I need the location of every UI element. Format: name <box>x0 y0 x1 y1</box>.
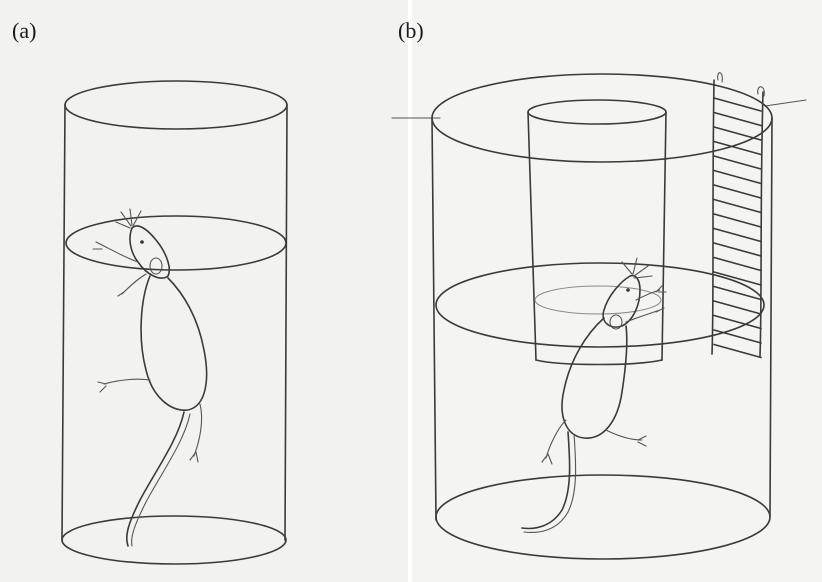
tank-b-top-rim <box>432 74 772 162</box>
ladder-rung <box>714 142 761 155</box>
ladder-rung <box>714 330 761 343</box>
ladder-left-rail <box>712 80 714 354</box>
ladder-rung <box>714 171 761 184</box>
water-surface-b <box>436 263 764 347</box>
cylinder-a-base <box>62 516 286 564</box>
rat-a <box>93 209 207 546</box>
ladder-left-hook <box>718 73 723 82</box>
ground-line-right <box>765 100 806 106</box>
inner-cylinder-bottom <box>536 360 662 365</box>
rat-b-left-forelimb <box>626 308 664 322</box>
rat-a-right-forelimb <box>118 274 146 296</box>
rat-b-tail-inner <box>524 434 576 532</box>
rat-a-left-hindlimb <box>98 379 150 392</box>
cylinder-a <box>62 81 287 564</box>
panel-b-label: (b) <box>398 18 424 44</box>
cylinder-a-left-wall <box>62 105 65 540</box>
ladder-rung <box>714 214 761 227</box>
rat-a-ear <box>150 258 162 274</box>
rat-a-right-hindlimb <box>190 404 202 462</box>
rat-b-whiskers <box>622 258 652 278</box>
rat-b-tail-outer <box>522 432 570 528</box>
rat-a-body <box>141 276 207 410</box>
ladder-rung <box>714 272 761 285</box>
ladder-rung <box>714 127 761 140</box>
rat-b <box>522 258 666 532</box>
ladder-rung <box>714 287 761 300</box>
rat-b-left-hindlimb <box>542 420 566 464</box>
tank-b <box>392 74 806 559</box>
rat-a-eye <box>140 240 144 244</box>
inner-cylinder-waterline <box>535 286 661 314</box>
ladder-rung <box>714 345 761 358</box>
ladder-rung <box>714 185 761 198</box>
cylinder-a-right-wall <box>285 105 287 540</box>
inner-cylinder-right-wall <box>662 112 666 360</box>
ladder-rung <box>714 229 761 242</box>
tank-b-left-wall <box>432 118 436 520</box>
cylinder-a-top-rim <box>65 81 287 129</box>
rat-b-body <box>562 318 627 438</box>
rat-a-tail-inner <box>132 414 190 546</box>
ladder-rung <box>714 316 761 329</box>
tank-b-base <box>436 475 770 559</box>
ladder-rung <box>714 301 761 314</box>
rat-b-eye <box>626 288 630 292</box>
ladder-rung <box>714 113 761 126</box>
ladder-rung <box>714 98 761 111</box>
inner-cylinder-top <box>528 100 666 124</box>
ladder-rung <box>714 258 761 271</box>
inner-cylinder-left-wall <box>528 112 536 360</box>
ladder-right-rail <box>760 92 763 356</box>
ladder-rung <box>714 200 761 213</box>
rat-b-right-hindlimb <box>606 430 646 446</box>
tank-b-right-wall <box>770 118 772 516</box>
ladder-rung <box>714 243 761 256</box>
panel-a-label: (a) <box>12 18 36 44</box>
ladder-b <box>712 73 764 358</box>
ladder-rung <box>714 156 761 169</box>
